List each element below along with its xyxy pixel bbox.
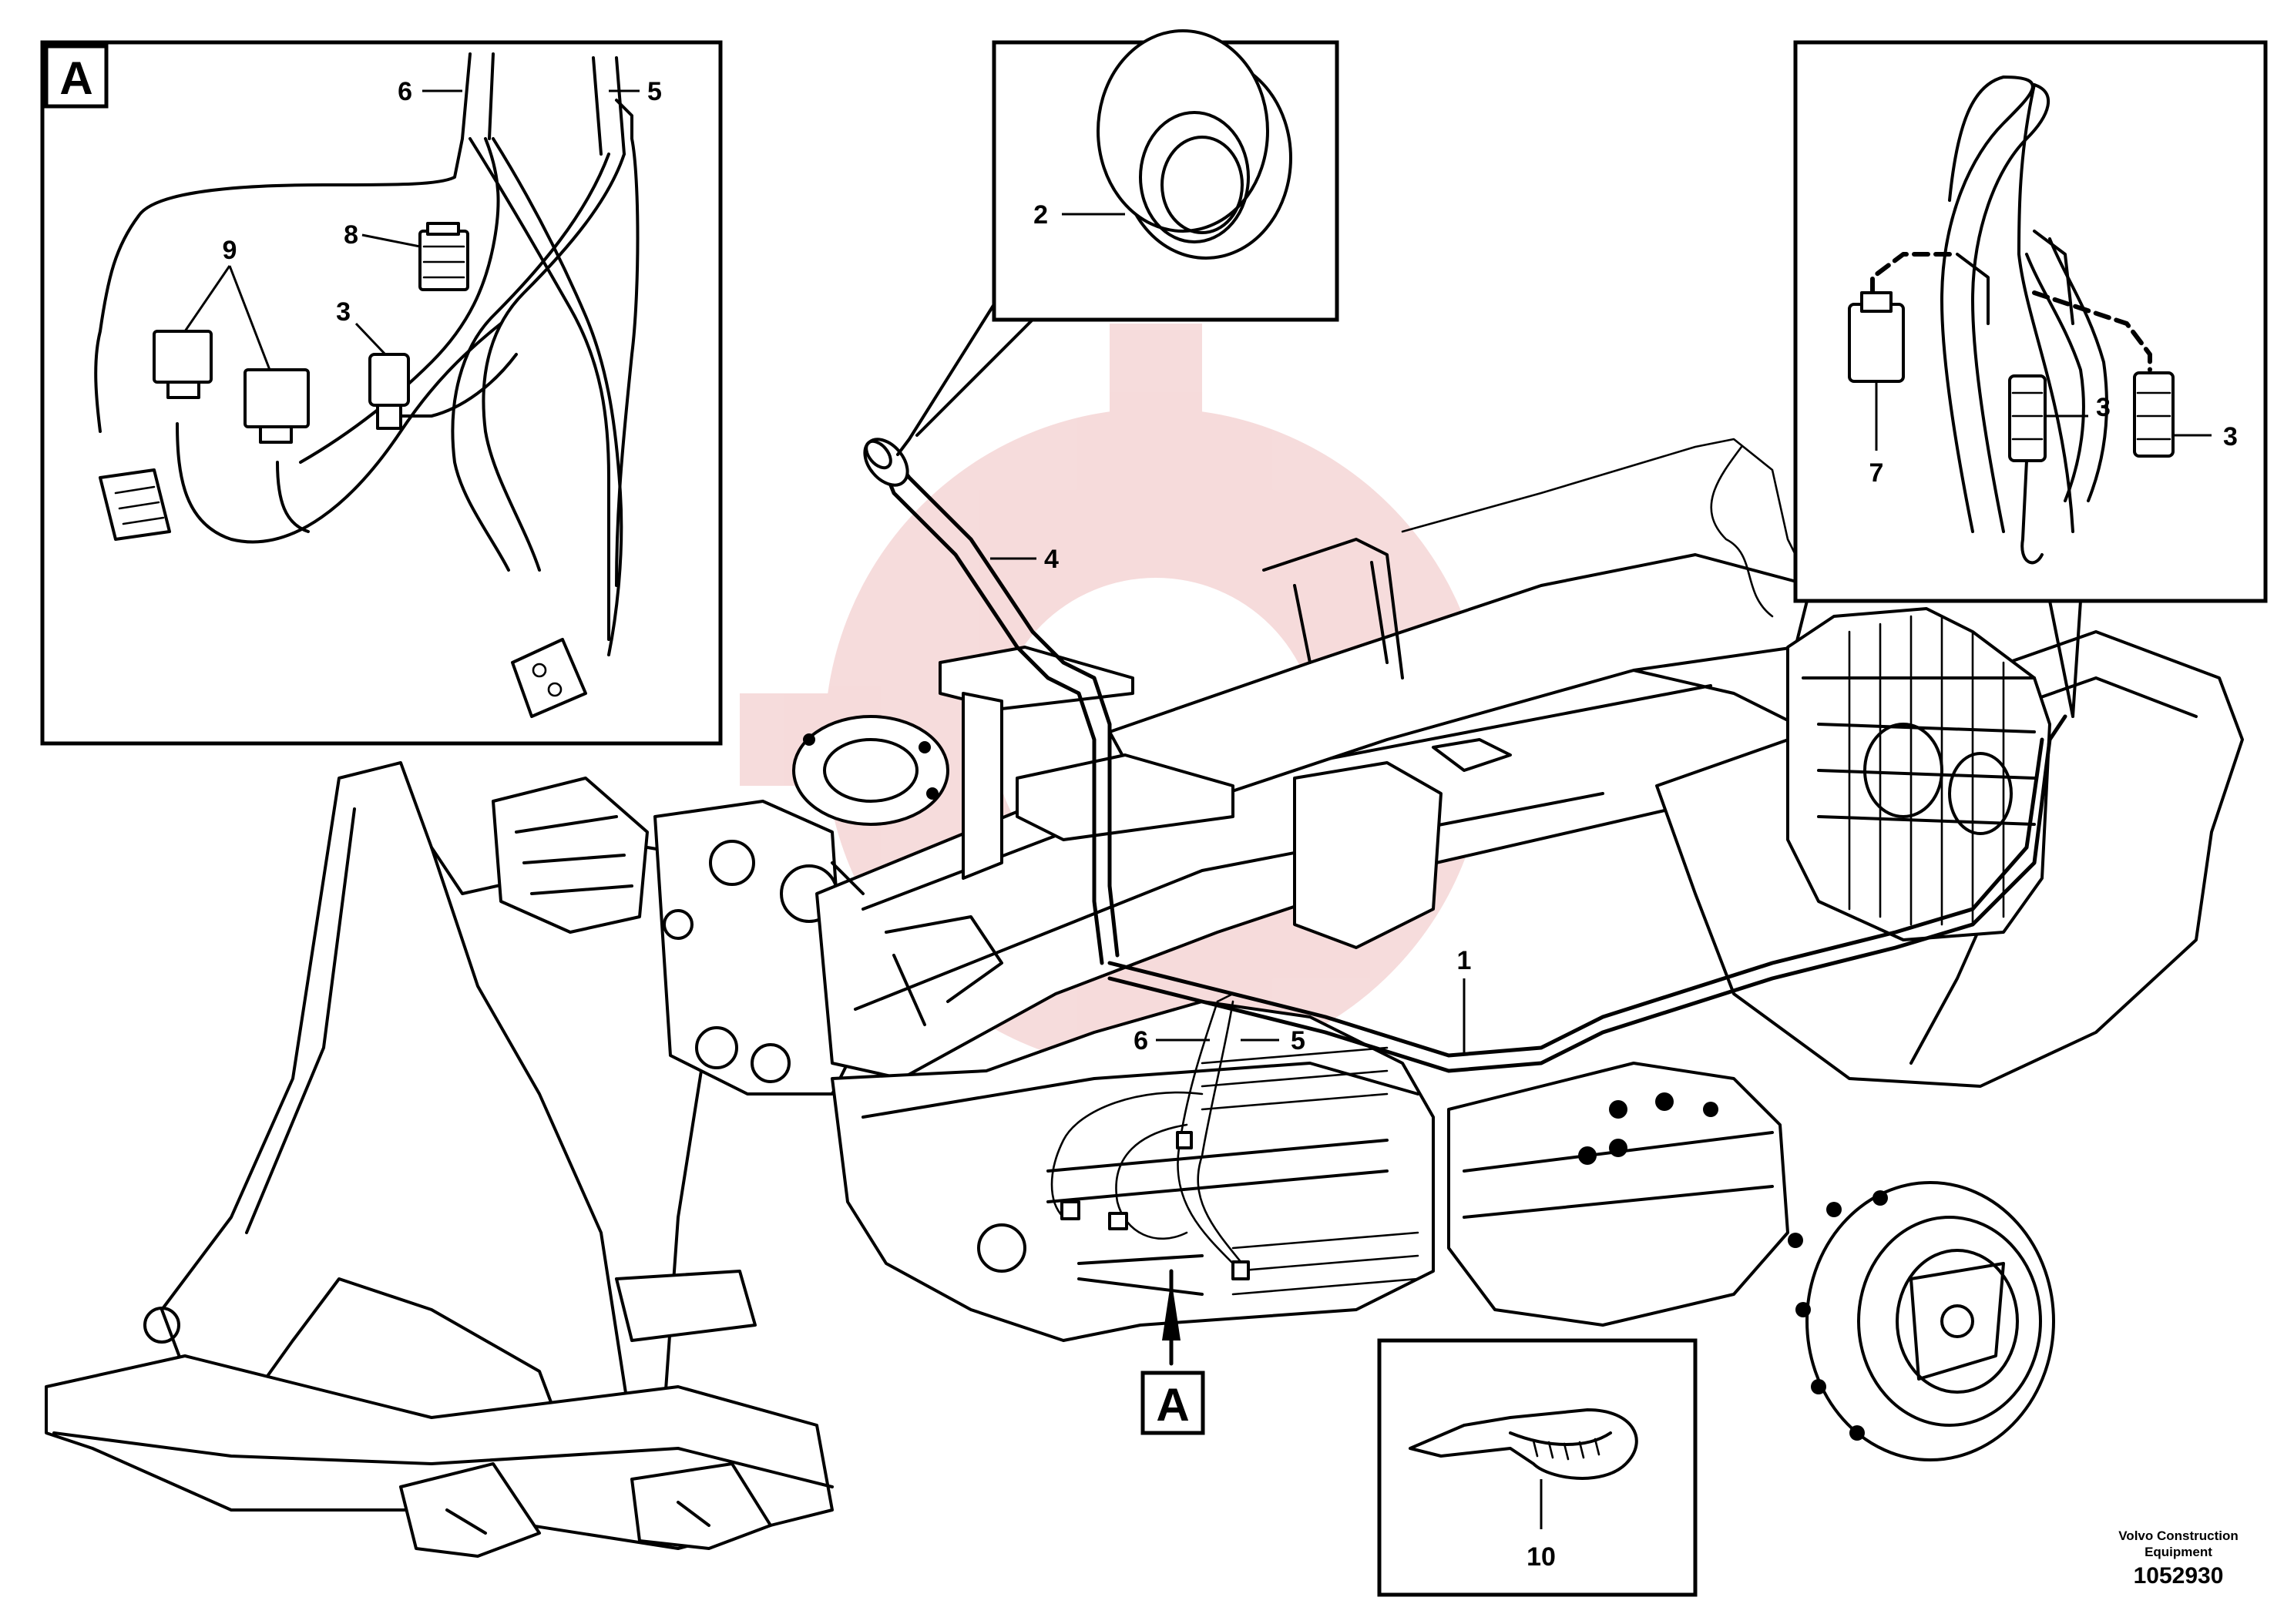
callout-8: 8 [344,220,358,250]
plug-8 [418,222,469,291]
relay-connector-left [153,330,213,399]
sensor-7 [1848,291,1905,383]
detail-frame-cable-tie: 10 [1377,1338,1698,1597]
drawing-credit: Volvo Construction Equipment 1052930 [2086,1528,2271,1589]
callout-4: 4 [1044,545,1059,574]
callout-3-transmission-a: 3 [2096,393,2111,422]
callout-1: 1 [1457,946,1472,975]
callout-5-main: 5 [1291,1026,1305,1055]
main-callouts: 4 1 6 5 A [990,545,1472,1435]
callout-6-main: 6 [1134,1026,1148,1055]
detail-frame-letter-A: A [59,52,92,104]
connector-bottom-left [99,468,171,541]
detail-frame-cap: 2 [896,29,1339,456]
callout-2: 2 [1033,200,1048,230]
callout-3-harness: 3 [336,297,351,327]
detail-frame-harness: A [40,40,723,746]
detail-frame-transmission: 7 3 3 [1793,40,2268,718]
sensor-3-a [2008,374,2047,565]
relay-connector-right [244,368,310,444]
connector-bottom-right [511,638,587,718]
cable-tie-icon [1409,1408,1638,1480]
callout-7: 7 [1869,458,1884,488]
breather-hose [863,438,1120,965]
callout-10: 10 [1527,1542,1556,1572]
breather-cap [1097,29,1292,260]
machine-frame-illustration [45,438,2244,1558]
location-reference-A: A [1156,1379,1189,1431]
callout-5-detail: 5 [647,77,662,106]
callout-9: 9 [223,236,237,265]
company-name-line2: Equipment [2145,1545,2212,1559]
main-harness-route [1107,714,2067,1073]
callout-6-detail: 6 [398,77,412,106]
company-name-line1: Volvo Construction [2118,1528,2239,1543]
sensor-plug-3 [368,353,410,430]
callout-3-transmission-b: 3 [2223,422,2238,451]
drawing-number: 1052930 [2133,1563,2224,1589]
sensor-3-b [2133,371,2175,458]
local-harness-A [1050,992,1250,1280]
